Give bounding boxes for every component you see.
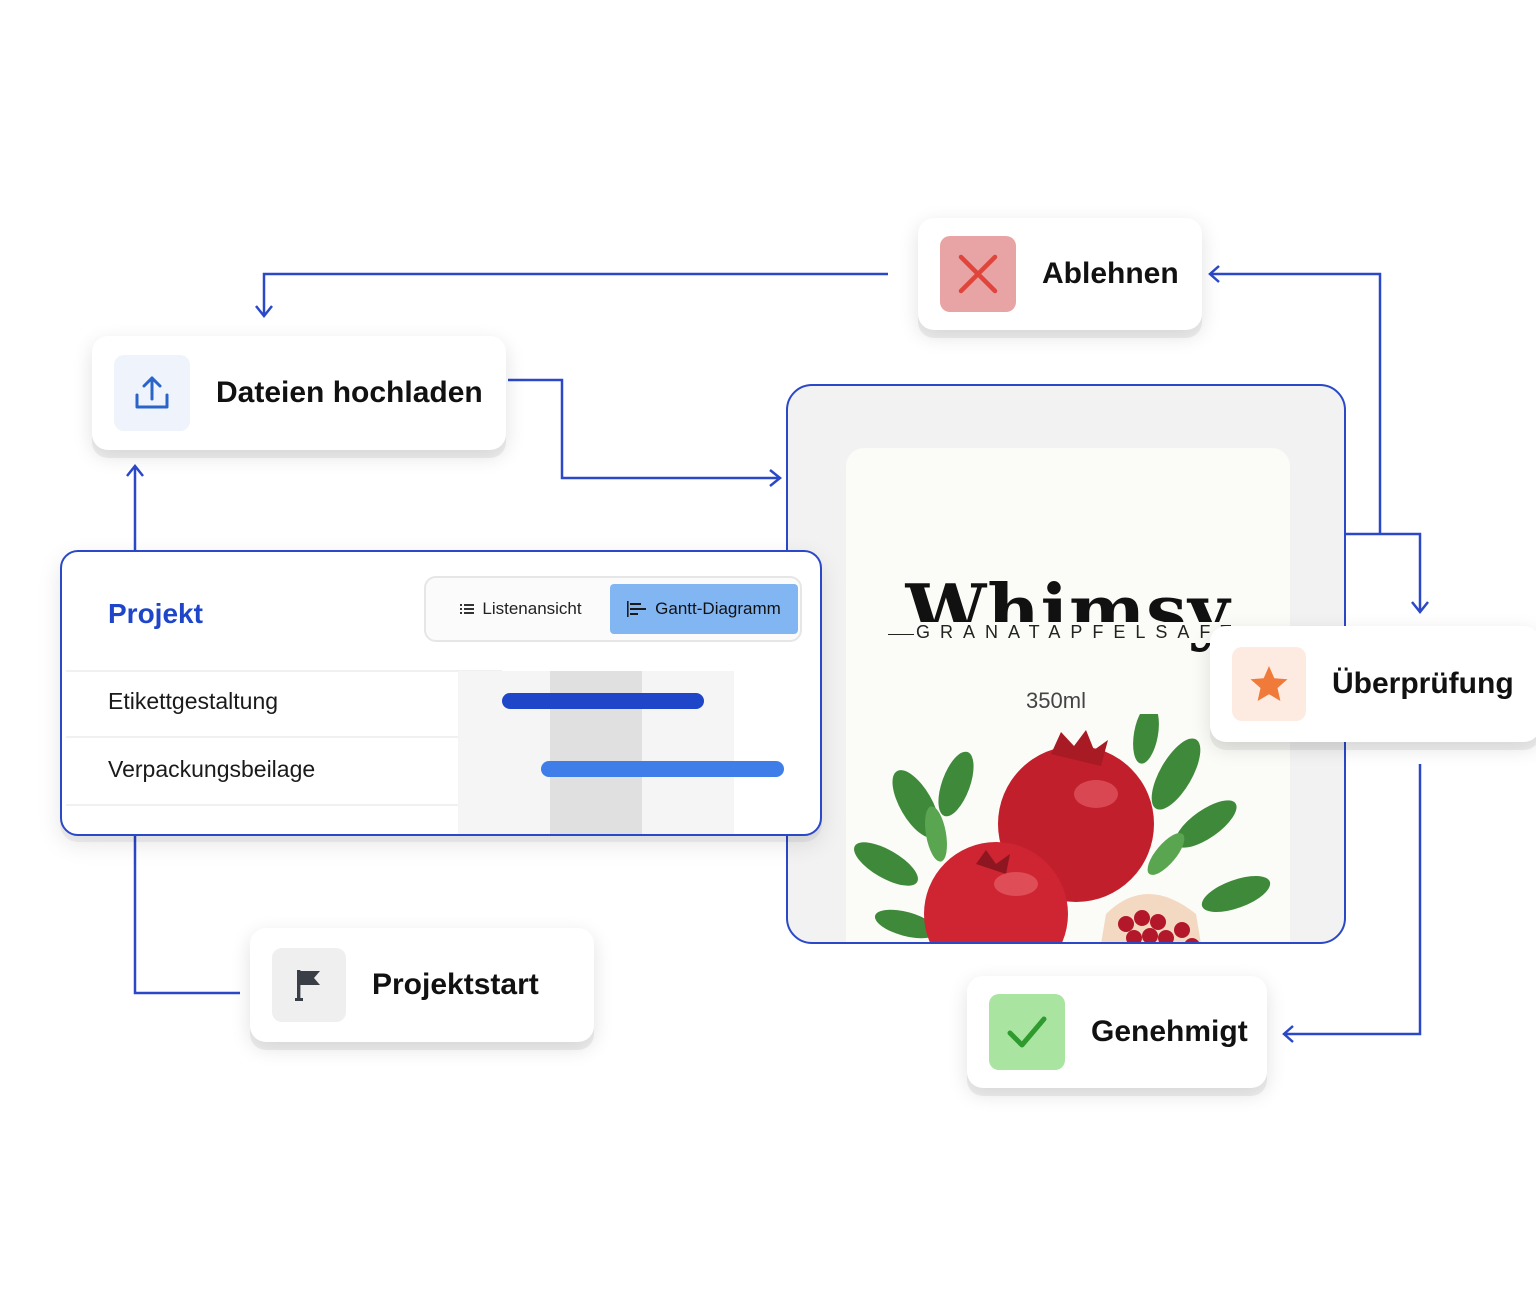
tab-gantt-label: Gantt-Diagramm bbox=[655, 599, 781, 618]
arrowhead-reject bbox=[1208, 265, 1220, 283]
review-node[interactable]: Überprüfung bbox=[1210, 626, 1536, 742]
start-icon-tile bbox=[272, 948, 346, 1022]
tab-list-view[interactable]: Listenansicht bbox=[432, 584, 610, 634]
gantt-icon bbox=[627, 601, 647, 617]
pomegranate-illustration bbox=[854, 714, 1271, 942]
connector-upload-to-card bbox=[508, 378, 780, 480]
connector-reject-to-upload bbox=[262, 272, 888, 316]
arrowhead-upload-bottom bbox=[126, 463, 144, 477]
view-toggle: Listenansicht Gantt-Diagramm bbox=[424, 576, 802, 642]
task-name[interactable]: Verpackungsbeilage bbox=[108, 756, 316, 782]
project-panel: Projekt Listenansicht Gantt-Diagramm Eti… bbox=[60, 550, 822, 836]
arrowhead-approved bbox=[1282, 1025, 1294, 1043]
product-name: GRANATAPFELSAFT bbox=[914, 622, 1244, 643]
gantt-bar[interactable] bbox=[540, 761, 784, 777]
arrowhead-review bbox=[1411, 601, 1429, 615]
review-icon-tile bbox=[1232, 647, 1306, 721]
start-label: Projektstart bbox=[372, 968, 539, 1001]
connector-review-to-reject bbox=[1210, 272, 1382, 534]
upload-label: Dateien hochladen bbox=[216, 376, 483, 409]
reject-node[interactable]: Ablehnen bbox=[918, 218, 1202, 330]
gantt-bar[interactable] bbox=[502, 693, 704, 709]
row-divider bbox=[66, 804, 502, 806]
connector-start-to-project bbox=[133, 836, 240, 995]
row-divider bbox=[66, 670, 502, 672]
connector-card-to-review bbox=[1346, 532, 1422, 612]
approved-icon-tile bbox=[989, 994, 1065, 1070]
flag-icon bbox=[295, 970, 320, 1001]
approved-node[interactable]: Genehmigt bbox=[967, 976, 1267, 1088]
check-icon bbox=[1007, 1016, 1047, 1048]
label-sheet: Whimsy GRANATAPFELSAFT 350ml bbox=[846, 448, 1290, 942]
task-name[interactable]: Etikettgestaltung bbox=[108, 688, 279, 714]
reject-label: Ablehnen bbox=[1042, 257, 1179, 290]
upload-icon-tile bbox=[114, 355, 190, 431]
arrowhead-upload bbox=[255, 305, 273, 319]
review-label: Überprüfung bbox=[1332, 667, 1514, 700]
product-label-preview[interactable]: Whimsy GRANATAPFELSAFT 350ml bbox=[786, 384, 1346, 944]
tab-gantt-view[interactable]: Gantt-Diagramm bbox=[610, 584, 798, 634]
upload-icon bbox=[135, 376, 169, 409]
arrowhead-card bbox=[769, 469, 783, 487]
star-icon bbox=[1250, 666, 1288, 701]
list-icon bbox=[460, 603, 475, 615]
product-volume: 350ml bbox=[1026, 688, 1086, 713]
tab-list-label: Listenansicht bbox=[482, 599, 582, 618]
start-node[interactable]: Projektstart bbox=[250, 928, 594, 1042]
connector-review-to-approved bbox=[1284, 764, 1422, 1036]
project-title: Projekt bbox=[108, 598, 203, 629]
row-divider bbox=[66, 736, 502, 738]
upload-node[interactable]: Dateien hochladen bbox=[92, 336, 506, 450]
x-icon bbox=[958, 254, 998, 294]
approved-label: Genehmigt bbox=[1091, 1015, 1248, 1048]
reject-icon-tile bbox=[940, 236, 1016, 312]
